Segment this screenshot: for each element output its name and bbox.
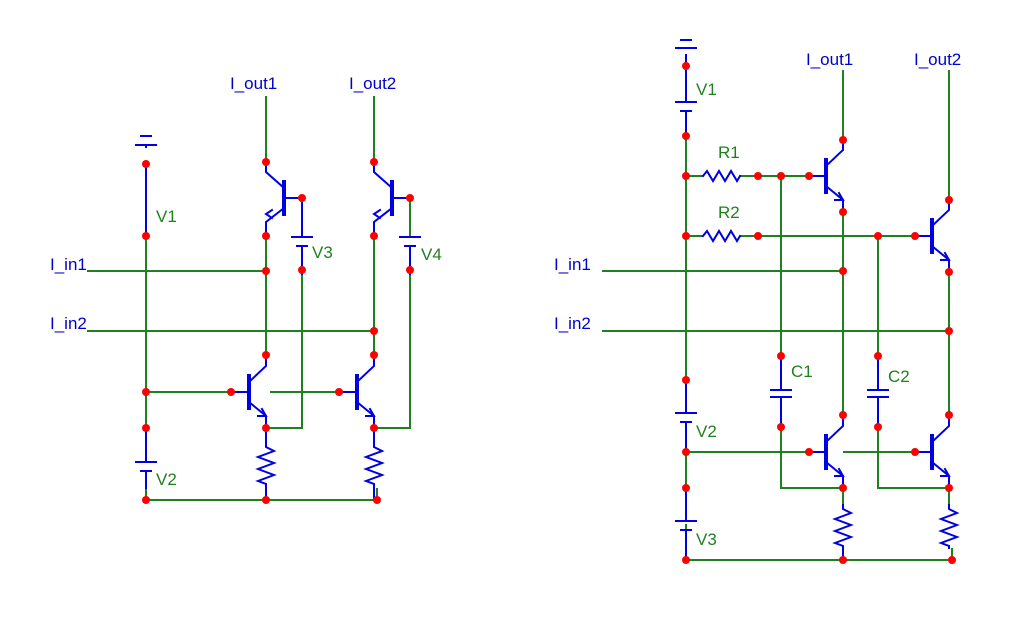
right-capacitor-c2 [867,355,889,428]
left-label-v3: V3 [312,243,333,262]
right-emitter-resistor-1 [832,504,854,561]
right-label-i-in2: I_in2 [554,314,591,333]
right-label-v2: V2 [696,422,717,441]
left-transistor-q2 [372,161,411,237]
right-label-r1: R1 [718,143,740,162]
right-label-c1: C1 [791,362,813,381]
right-label-i-in1: I_in1 [554,255,591,274]
left-battery-v3 [291,197,313,275]
right-label-v1: V1 [696,80,717,99]
right-transistor-q3 [808,414,845,489]
left-label-v1: V1 [156,207,177,226]
left-label-i-in1: I_in1 [50,255,87,274]
left-label-i-in2: I_in2 [50,314,87,333]
right-label-c2: C2 [888,367,910,386]
left-circuit: I_out1 I_out2 I_in1 I_in2 V1 V2 V3 V4 [50,74,442,504]
right-resistor-r1 [701,169,742,183]
right-label-r2: R2 [718,203,740,222]
left-resistor-1 [255,427,277,501]
right-capacitor-c1 [770,355,792,428]
left-label-v4: V4 [421,245,442,264]
left-label-v2: V2 [156,470,177,489]
right-transistor-q1 [808,139,845,213]
left-battery-v2 [135,427,157,489]
left-battery-v1 [135,135,157,237]
right-transistor-q2 [914,199,951,273]
left-junction-dots [142,158,414,504]
right-transistor-q4 [914,414,951,489]
left-transistor-q4 [338,354,376,429]
left-resistor-2 [363,427,385,501]
right-battery-v1 [675,39,697,137]
right-wires [602,70,953,561]
left-wires [87,96,411,501]
left-transistor-q3 [230,354,268,429]
right-junction-dots [682,62,956,564]
left-transistor-q1 [264,161,303,237]
right-battery-v2 [675,379,697,453]
right-circuit: I_out1 I_out2 I_in1 I_in2 V1 V2 V3 R1 R2… [554,39,961,564]
right-label-i-out2: I_out2 [914,50,961,69]
left-label-i-out1: I_out1 [230,74,277,93]
right-label-i-out1: I_out1 [806,50,853,69]
left-label-i-out2: I_out2 [349,74,396,93]
right-emitter-resistor-2 [938,504,960,549]
right-battery-v3 [675,487,697,561]
right-resistor-r2 [701,229,742,243]
right-label-v3: V3 [696,530,717,549]
